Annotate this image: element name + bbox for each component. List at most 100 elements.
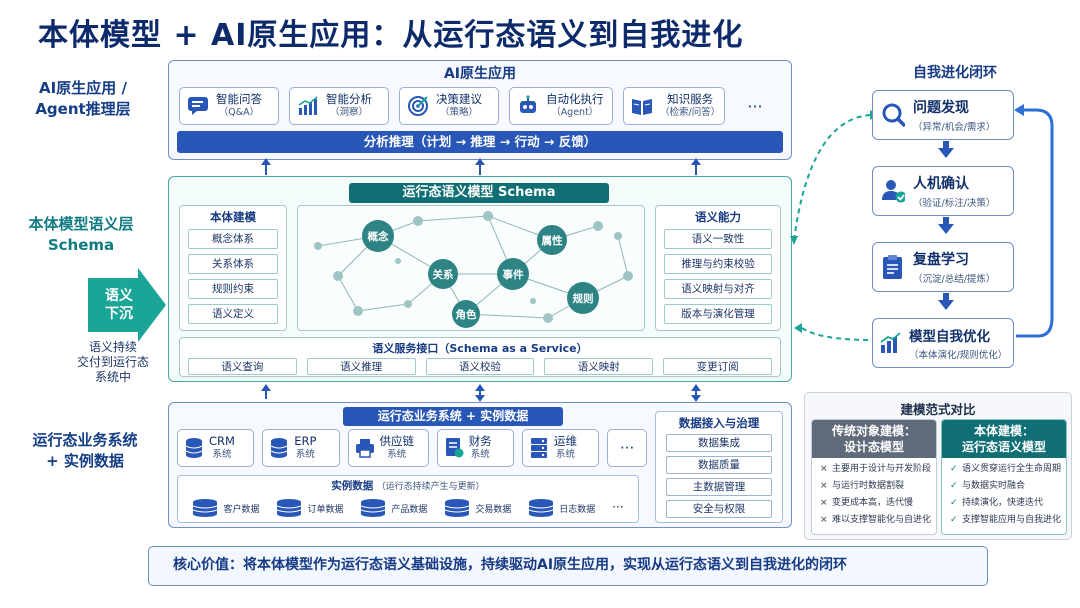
target-icon	[406, 94, 430, 118]
app-card-agent[interactable]: 自动化执行（Agent）	[509, 87, 613, 125]
instance-label: 客户数据	[223, 505, 260, 515]
printer-icon	[353, 436, 377, 460]
ontology-item[interactable]: 概念体系	[188, 229, 278, 249]
db-icon	[267, 436, 291, 460]
graph-node-relation: 关系	[432, 269, 454, 281]
app-label: 智能分析	[326, 92, 372, 106]
compare-traditional: 传统对象建模： 设计态模型 ×主要用于设计与开发阶段 ×与运行时数据割裂 ×变更…	[811, 419, 937, 535]
loop-title: 自我进化闭环	[913, 65, 997, 81]
system-label: CRM	[209, 434, 235, 448]
check-icon: ✓	[950, 481, 958, 491]
compare-ontology: 本体建模： 运行态语义模型 ✓语义贯穿运行全生命周期 ✓与数据实时融合 ✓持续演…	[941, 419, 1067, 535]
capability-item[interactable]: 推理与约束校验	[664, 254, 772, 274]
business-title: 运行态业务系统 + 实例数据	[343, 407, 563, 426]
arrow-down-icon	[691, 395, 701, 402]
chat-icon	[186, 94, 210, 118]
sink-arrow-label: 语义 下沉	[105, 288, 133, 322]
db-icon	[277, 498, 302, 517]
check-icon: ✓	[950, 464, 958, 474]
governance-item[interactable]: 安全与权限	[666, 500, 772, 518]
service-validation[interactable]: 语义校验	[425, 358, 535, 375]
compare-left-item: 与运行时数据割裂	[832, 481, 905, 491]
systems-more[interactable]: ···	[607, 429, 647, 467]
search-icon	[881, 103, 905, 128]
core-value-bar: 核心价值：将本体模型作为运行态语义基础设施，持续驱动AI原生应用，实现从运行态语…	[148, 546, 988, 586]
loop-dashed-links	[790, 110, 880, 345]
reasoning-bar: 分析推理（计划 → 推理 → 行动 → 反馈）	[177, 131, 783, 153]
compare-left-head: 传统对象建模： 设计态模型	[812, 420, 936, 458]
connector	[479, 165, 481, 175]
system-label: ERP	[294, 434, 317, 448]
service-query[interactable]: 语义查询	[188, 358, 297, 375]
connector	[943, 293, 949, 301]
ontology-item[interactable]: 语义定义	[188, 304, 278, 324]
user-check-icon	[881, 179, 905, 203]
service-reasoning[interactable]: 语义推理	[306, 358, 416, 375]
apps-more[interactable]: ···	[747, 96, 763, 116]
instances-more[interactable]: ···	[612, 500, 624, 515]
arrow-up-icon	[261, 158, 271, 165]
system-sub: 系统	[387, 449, 407, 460]
schema-title: 运行态语义模型 Schema	[349, 183, 609, 203]
service-subscription[interactable]: 变更订阅	[663, 358, 772, 375]
schema-panel: 运行态语义模型 Schema 本体建模 概念体系 关系体系 规则约束 语义定义	[168, 176, 792, 382]
app-card-knowledge[interactable]: 知识服务（检索/问答）	[623, 87, 725, 125]
capability-title: 语义能力	[695, 210, 741, 224]
loop-step-discover[interactable]: 问题发现（异常/机会/需求）	[872, 90, 1014, 140]
loop-step-review[interactable]: 复盘学习（沉淀/总结/提炼）	[872, 242, 1014, 292]
db-icon	[193, 498, 218, 517]
arrow-up-icon	[261, 384, 271, 391]
loop-step-confirm[interactable]: 人机确认（验证/标注/决策）	[872, 166, 1014, 216]
connector	[695, 165, 697, 175]
compare-right-head: 本体建模： 运行态语义模型	[942, 420, 1066, 458]
server-icon	[527, 436, 551, 460]
system-card-supply[interactable]: 供应链系统	[347, 429, 429, 467]
semantic-capability-box: 语义能力 语义一致性 推理与约束校验 语义映射与对齐 版本与演化管理	[655, 205, 781, 331]
ontology-item[interactable]: 关系体系	[188, 254, 278, 274]
app-card-analysis[interactable]: 智能分析（洞察）	[289, 87, 389, 125]
system-card-finance[interactable]: 财务系统	[436, 429, 515, 467]
instance-label: 日志数据	[559, 505, 596, 515]
system-label: 运维	[554, 434, 578, 448]
ontology-item[interactable]: 规则约束	[188, 279, 278, 299]
capability-item[interactable]: 语义一致性	[664, 229, 772, 249]
instance-title: 实例数据	[331, 480, 374, 492]
compare-left-item: 主要用于设计与开发阶段	[832, 464, 932, 474]
loop-step-label: 模型自我优化	[909, 329, 990, 345]
governance-item[interactable]: 数据集成	[666, 434, 772, 452]
instance-product: 产品数据	[360, 497, 427, 518]
db-icon	[528, 498, 554, 517]
graph-node-attribute: 属性	[541, 235, 563, 247]
ontology-title: 本体建模	[210, 210, 256, 224]
capability-item[interactable]: 语义映射与对齐	[664, 279, 772, 299]
system-sub: 系统	[470, 449, 490, 460]
app-sub: （检索/问答）	[660, 107, 721, 118]
instance-order: 订单数据	[276, 497, 343, 518]
loop-step-sub: （验证/标注/决策）	[913, 198, 996, 209]
arrow-down-icon	[938, 148, 954, 158]
compare-panel: 建模范式对比 传统对象建模： 设计态模型 ×主要用于设计与开发阶段 ×与运行时数…	[804, 392, 1072, 540]
graph-node-event: 事件	[502, 269, 524, 281]
app-card-qa[interactable]: 智能问答（Q&A）	[179, 87, 279, 125]
system-sub: 系统	[556, 449, 576, 460]
layer-label-ai: AI原生应用 / Agent推理层	[35, 79, 131, 118]
governance-item[interactable]: 主数据管理	[666, 478, 772, 496]
app-label: 智能问答	[216, 92, 262, 106]
cross-icon: ×	[820, 498, 828, 508]
capability-item[interactable]: 版本与演化管理	[664, 304, 772, 324]
app-card-decision[interactable]: 决策建议（策略）	[399, 87, 499, 125]
app-sub: （Agent）	[551, 107, 599, 118]
semantic-graph: 概念 关系 事件 属性 规则 角色	[297, 205, 645, 331]
service-mapping[interactable]: 语义映射	[544, 358, 654, 375]
finance-icon	[442, 436, 466, 460]
compare-right-item: 持续演化，快速迭代	[962, 498, 1044, 508]
app-sub: （Q&A）	[218, 107, 260, 118]
governance-item[interactable]: 数据质量	[666, 456, 772, 474]
instance-trade: 交易数据	[444, 497, 511, 518]
loop-step-optimize[interactable]: 模型自我优化（本体演化/规则优化）	[872, 318, 1014, 368]
system-card-ops[interactable]: 运维系统	[522, 429, 600, 467]
graph-node-role: 角色	[455, 309, 477, 321]
